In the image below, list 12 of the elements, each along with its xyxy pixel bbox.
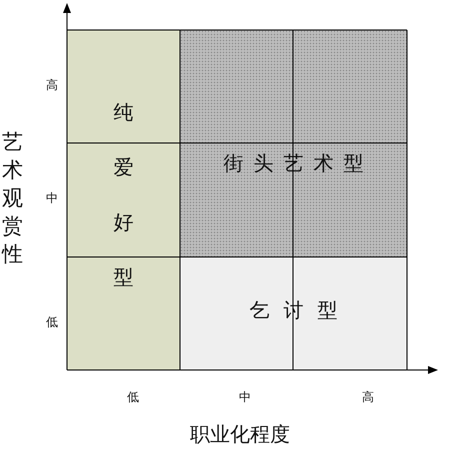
quadrant-region <box>67 30 180 370</box>
tick-label: 低 <box>46 314 58 331</box>
tick-label: 中 <box>46 190 58 207</box>
tick-label: 高 <box>46 77 58 94</box>
region-label: 纯爱好型 <box>114 99 134 291</box>
tick-label: 中 <box>239 389 251 406</box>
axis-title: 艺术观赏性 <box>2 129 23 268</box>
axis-title: 职业化程度 <box>190 421 290 448</box>
quadrant-region <box>180 257 407 370</box>
tick-label: 高 <box>362 389 374 406</box>
tick-label: 低 <box>127 389 139 406</box>
quadrant-region <box>180 30 407 257</box>
